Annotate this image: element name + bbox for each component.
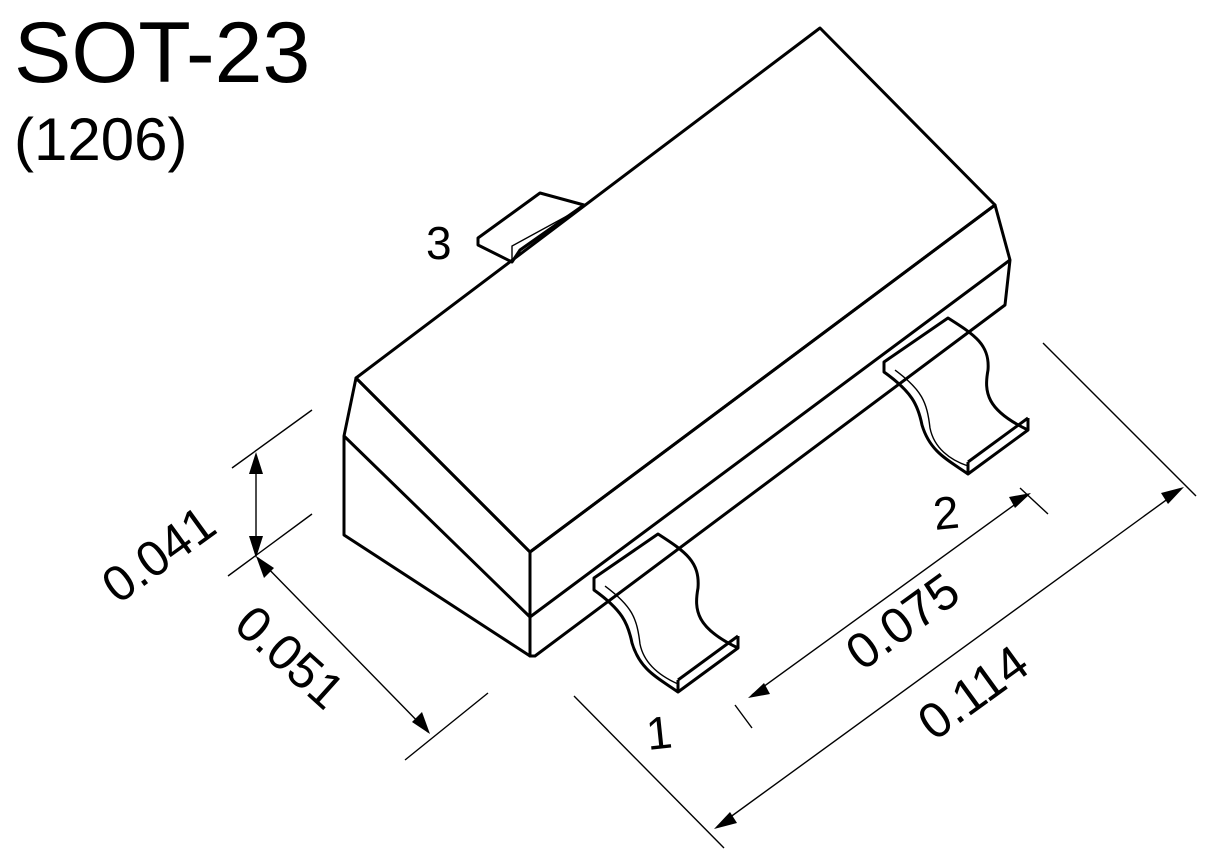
pin-1-label: 1: [644, 706, 675, 760]
lead-pin-2-edge: [894, 369, 969, 467]
length-arrow-end: [1161, 487, 1184, 504]
package-title: SOT-23: [14, 5, 310, 101]
lead-pin-2-tip-top: [967, 416, 1029, 464]
height-arrow-top: [249, 452, 263, 474]
pitch-extension-pin2: [1019, 487, 1049, 515]
pitch-dimension-label: 0.075: [836, 562, 970, 681]
width-arrow-end: [412, 712, 430, 734]
width-dimension-label: 0.051: [225, 595, 355, 720]
pitch-extension-pin1: [734, 704, 753, 729]
pin-3-label: 3: [426, 217, 452, 269]
height-arrow-bottom: [249, 536, 263, 558]
pitch-arrow-start: [748, 683, 770, 698]
pitch-arrow-end: [1009, 493, 1031, 508]
length-dimension-label: 0.114: [908, 634, 1039, 751]
lead-pin-1-edge: [604, 585, 679, 685]
lead-pin-3-shape: [476, 191, 586, 264]
width-arrow-start: [256, 556, 274, 578]
length-extension-right: [1042, 342, 1197, 497]
width-extension-bottom: [404, 692, 489, 761]
package-subtitle: (1206): [14, 106, 187, 173]
lead-pin-2-shape: [884, 318, 1028, 474]
height-dimension-label: 0.041: [92, 495, 226, 614]
lead-pin-3-edge: [511, 209, 579, 262]
lead-pin-2: [882, 316, 1030, 476]
length-dimension-line: [717, 489, 1181, 827]
body-side-face: [528, 203, 1012, 658]
body-front-face: [342, 376, 532, 658]
length-arrow-start: [714, 812, 737, 829]
pin-2-label: 2: [931, 486, 962, 540]
length-extension-left: [573, 695, 725, 849]
pitch-dimension-line: [751, 494, 1029, 696]
package-body: [342, 26, 1012, 658]
dimension-height: 0.041: [92, 409, 313, 614]
height-extension-top: [231, 409, 313, 469]
width-dimension-line: [257, 557, 429, 733]
height-extension-bottom: [227, 513, 313, 577]
lead-pin-1-tip-top: [677, 634, 739, 682]
dimension-length: 0.114: [573, 342, 1197, 849]
lead-pin-3: [476, 191, 586, 264]
lead-pin-1: [592, 532, 740, 694]
dimension-width: 0.051: [225, 556, 489, 761]
